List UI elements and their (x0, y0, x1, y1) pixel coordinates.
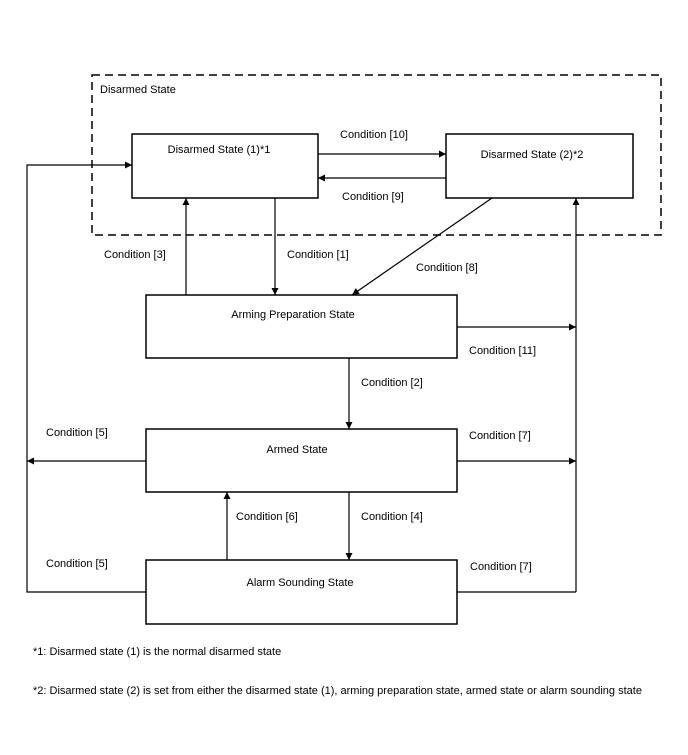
condition-7-alarm-label: Condition [7] (470, 561, 532, 573)
footnote-2: *2: Disarmed state (2) is set from eithe… (33, 685, 642, 697)
arming-preparation-state-label: Arming Preparation State (231, 309, 355, 321)
condition-2-label: Condition [2] (361, 377, 423, 389)
condition-9-label: Condition [9] (342, 191, 404, 203)
arrow-condition-8 (351, 197, 493, 296)
armed-state-box (145, 428, 458, 493)
disarmed-state-group-border (91, 74, 662, 236)
condition-5-armed-label: Condition [5] (46, 427, 108, 439)
condition-6-label: Condition [6] (236, 511, 298, 523)
alarm-sounding-state-box (145, 559, 458, 625)
disarmed-state-1-label: Disarmed State (1)*1 (168, 144, 271, 156)
armed-state-label: Armed State (266, 444, 327, 456)
disarmed-state-2-box (445, 133, 634, 199)
footnote-1: *1: Disarmed state (1) is the normal dis… (33, 646, 282, 658)
condition-4-label: Condition [4] (361, 511, 423, 523)
disarmed-state-2-label: Disarmed State (2)*2 (481, 149, 584, 161)
condition-1-label: Condition [1] (287, 249, 349, 261)
condition-11-label: Condition [11] (469, 345, 536, 357)
condition-5-alarm-label: Condition [5] (46, 558, 108, 570)
disarmed-state-1-box (131, 133, 319, 199)
condition-10-label: Condition [10] (340, 129, 408, 141)
state-transition-diagram: Disarmed State Disarmed State (1)*1 Disa… (26, 74, 662, 625)
condition-8-label: Condition [8] (416, 262, 478, 274)
condition-7-armed-label: Condition [7] (469, 430, 531, 442)
arrow-condition-5-alarm (26, 161, 146, 593)
disarmed-state-group-label: Disarmed State (100, 84, 176, 96)
alarm-sounding-state-label: Alarm Sounding State (246, 577, 353, 589)
condition-3-label: Condition [3] (104, 249, 166, 261)
arming-preparation-state-box (145, 294, 458, 359)
